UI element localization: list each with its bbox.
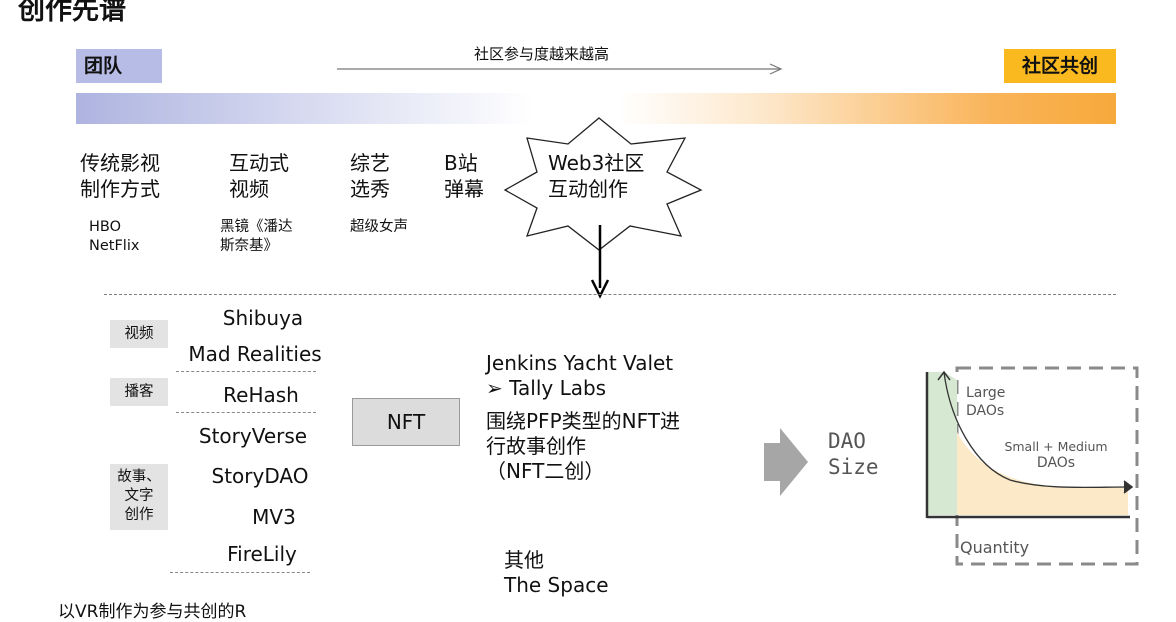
stage-line: 传统影视 xyxy=(80,151,160,175)
description-line: ➢ Tally Labs xyxy=(486,376,607,400)
stage-traditional-examples: HBO NetFlix xyxy=(89,218,139,256)
example-line: NetFlix xyxy=(89,238,140,254)
stage-interactive-examples: 黑镜《潘达 斯奈基》 xyxy=(220,218,293,256)
stage-line: 弹幕 xyxy=(444,177,484,201)
dao-y-arrow xyxy=(937,370,951,381)
quantity-label: Quantity xyxy=(960,538,1030,557)
small-dao-line: Small + Medium xyxy=(1004,439,1108,454)
other-line: 其他 xyxy=(504,548,544,572)
project-separator xyxy=(176,412,316,413)
category-line: 文字 xyxy=(124,488,154,504)
dao-size-line: Size xyxy=(828,455,879,479)
category-line: 创作 xyxy=(124,507,154,523)
dao-size-line: DAO xyxy=(828,429,866,453)
large-dao-area xyxy=(927,372,957,515)
category-video: 视频 xyxy=(110,320,168,348)
project-shibuya: Shibuya xyxy=(222,306,304,330)
stage-variety-show: 综艺 选秀 xyxy=(350,150,390,202)
community-cocreation-label: 社区共创 xyxy=(1004,49,1116,83)
category-line: 故事、 xyxy=(117,469,161,485)
other-line: The Space xyxy=(504,573,609,597)
large-dao-line: Large xyxy=(966,385,1006,401)
description-line: 围绕PFP类型的NFT进 xyxy=(486,409,680,433)
star-text: Web3社区 互动创作 xyxy=(548,150,644,202)
large-dao-line: DAOs xyxy=(966,403,1005,419)
project-mad-realities: Mad Realities xyxy=(188,342,322,366)
example-line: 黑镜《潘达 xyxy=(220,219,293,235)
gray-arrow xyxy=(764,428,808,496)
dao-curve xyxy=(943,371,1129,489)
project-storyverse: StoryVerse xyxy=(198,424,308,448)
stage-variety-examples: 超级女声 xyxy=(350,218,408,237)
other-projects: 其他 The Space xyxy=(504,548,609,598)
star-line: Web3社区 xyxy=(548,151,645,175)
description-line: Jenkins Yacht Valet xyxy=(486,351,674,375)
dao-size-label: DAO Size xyxy=(828,428,879,480)
description-line: 行故事创作 xyxy=(486,434,586,458)
nft-box: NFT xyxy=(352,398,460,446)
example-line: HBO xyxy=(89,219,122,235)
small-medium-daos-label: Small + Medium DAOs xyxy=(1004,438,1108,472)
diagram-graphics xyxy=(337,63,1139,566)
dao-chart-frame xyxy=(955,366,1139,566)
category-podcast: 播客 xyxy=(110,378,168,406)
project-separator xyxy=(176,371,316,372)
stage-line: 综艺 xyxy=(350,151,390,175)
down-arrow-head xyxy=(590,279,610,299)
gradient-bar xyxy=(76,93,1116,124)
small-dao-line: DAOs xyxy=(1036,455,1076,471)
stage-line: 选秀 xyxy=(350,177,390,201)
dao-x-arrow xyxy=(1123,480,1134,494)
project-firelily: FireLily xyxy=(227,542,297,566)
large-daos-label: Large DAOs xyxy=(966,384,1005,420)
project-rehash: ReHash xyxy=(223,383,299,407)
example-line: 斯奈基》 xyxy=(220,238,278,254)
stage-bilibili: B站 弹幕 xyxy=(444,150,484,202)
page-title: 创作先谱 xyxy=(18,0,126,26)
community-participation-text: 社区参与度越来越高 xyxy=(474,45,610,63)
nft-description: Jenkins Yacht Valet ➢ Tally Labs 围绕PFP类型… xyxy=(486,351,680,484)
example-line: 超级女声 xyxy=(350,219,408,235)
stage-line: 互动式 xyxy=(229,151,289,175)
stage-line: B站 xyxy=(444,151,478,175)
participation-arrow-head xyxy=(769,63,783,75)
stage-line: 制作方式 xyxy=(80,177,160,201)
stage-interactive-video: 互动式 视频 xyxy=(229,150,289,202)
spacer xyxy=(486,401,680,409)
star-line: 互动创作 xyxy=(548,177,628,201)
description-line: （NFT二创） xyxy=(486,459,605,483)
stage-traditional: 传统影视 制作方式 xyxy=(80,150,160,202)
section-divider xyxy=(104,294,1116,295)
project-separator xyxy=(170,572,310,573)
project-storydao: StoryDAO xyxy=(211,464,309,488)
project-mv3: MV3 xyxy=(252,505,296,529)
team-label: 团队 xyxy=(76,49,162,83)
category-story: 故事、 文字 创作 xyxy=(110,464,168,530)
small-dao-area xyxy=(957,432,1128,515)
stage-line: 视频 xyxy=(229,177,269,201)
footer-text: 以VR制作为参与共创的R xyxy=(58,602,247,622)
